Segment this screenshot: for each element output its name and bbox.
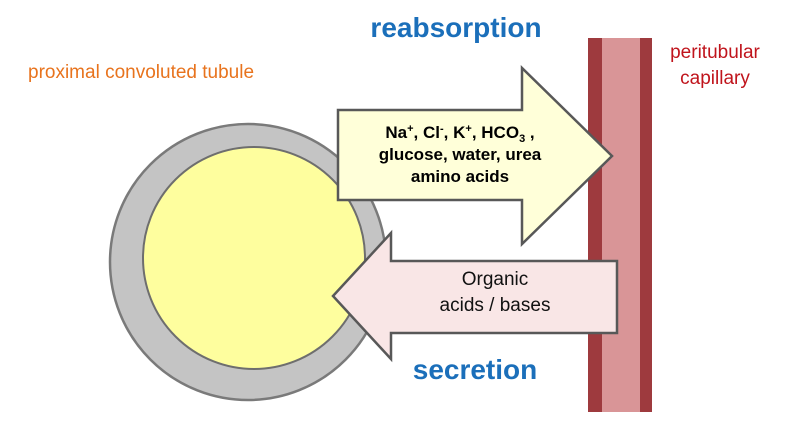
capillary-label-line2: capillary xyxy=(680,68,750,89)
secreted-line2: acids / bases xyxy=(439,295,551,316)
reabsorption-arrow xyxy=(336,65,614,247)
tubule-label: proximal convoluted tubule xyxy=(28,62,255,83)
potassium-charge: + xyxy=(465,123,472,135)
separator: , xyxy=(525,123,535,142)
potassium-symbol: K xyxy=(453,123,466,142)
secretion-title: secretion xyxy=(412,354,538,385)
reabsorbed-line1: Na+, Cl-, K+, HCO3 , xyxy=(340,122,580,145)
capillary-lumen xyxy=(602,38,640,412)
capillary-right-wall xyxy=(640,38,652,412)
secreted-line1: Organic xyxy=(461,269,529,290)
capillary-left-wall xyxy=(588,38,602,412)
separator: , xyxy=(471,123,482,142)
bicarbonate-subscript: 3 xyxy=(519,133,526,145)
capillary-label: peritubular capillary xyxy=(650,40,780,92)
reabsorbed-line3: amino acids xyxy=(410,167,510,186)
bicarbonate-symbol: HCO xyxy=(481,123,520,142)
reabsorbed-line2: glucose, water, urea xyxy=(378,145,542,164)
tubule-lumen xyxy=(142,146,366,370)
sodium-charge: + xyxy=(407,123,414,135)
chloride-symbol: Cl xyxy=(422,123,440,142)
capillary-label-line1: peritubular xyxy=(670,42,760,63)
separator: , xyxy=(413,123,423,142)
separator: , xyxy=(443,123,454,142)
sodium-symbol: Na xyxy=(385,123,408,142)
reabsorption-title: reabsorption xyxy=(370,12,542,43)
secreted-substances: Organic acids / bases xyxy=(400,267,590,319)
chloride-charge: - xyxy=(439,123,444,135)
reabsorbed-substances: Na+, Cl-, K+, HCO3 , glucose, water, ure… xyxy=(340,122,580,188)
secretion-arrow xyxy=(331,229,619,363)
